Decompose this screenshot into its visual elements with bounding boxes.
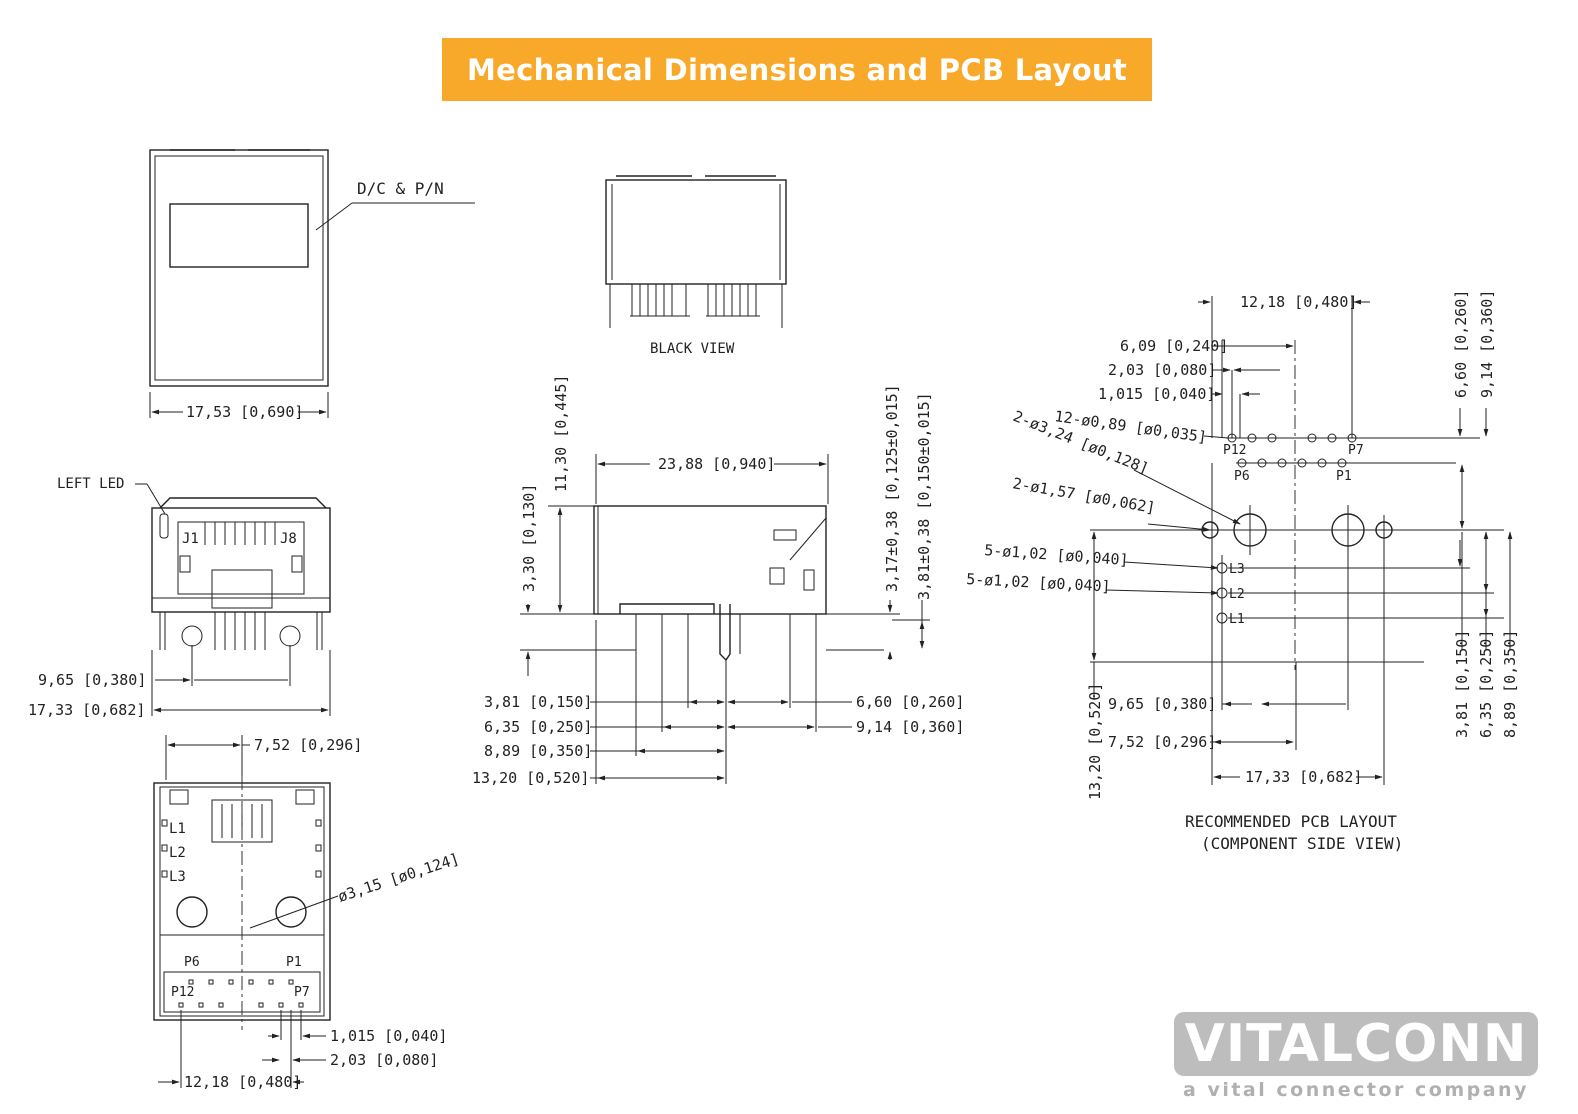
brand-tagline: a vital connector company: [1183, 1079, 1529, 1101]
side-right-dim-2: 9,14 [0,360]: [856, 718, 964, 736]
page-title: Mechanical Dimensions and PCB Layout: [466, 52, 1128, 87]
pcb-p7: P7: [1348, 443, 1364, 458]
side-tol-b: 3,81±0,38 [0,150±0,015]: [915, 392, 933, 600]
pcb-p12: P12: [1223, 443, 1246, 458]
side-tol-a: 3,17±0,38 [0,125±0,015]: [883, 384, 901, 592]
side-standoff-dim: 3,30 [0,130]: [520, 484, 538, 592]
bottom-view: 7,52 [0,296] L1 L2 L3 ø3,15 [ø0,124] P6 …: [153, 735, 462, 1091]
side-height-dim: 11,30 [0,445]: [552, 375, 570, 492]
pcb-pin-grid: [1226, 433, 1360, 468]
bottom-pin-row: [178, 979, 304, 1008]
page-title-banner: Mechanical Dimensions and PCB Layout: [442, 38, 1152, 101]
brand-logo: VITALCONN: [1174, 1012, 1538, 1076]
side-right-dim-1: 6,60 [0,260]: [856, 693, 964, 711]
front-dim-a: 9,65 [0,380]: [38, 671, 146, 689]
side-left-dim-1: 3,81 [0,150]: [484, 693, 592, 711]
side-view: 23,88 [0,940] 11,30 [0,445] 3,30 [0,130]…: [472, 375, 964, 787]
bottom-p1: P1: [286, 955, 302, 970]
left-led-label: LEFT LED: [57, 476, 124, 492]
front-contacts: [204, 522, 276, 545]
bottom-p7: P7: [294, 985, 310, 1000]
pcb-caption-2: (COMPONENT SIDE VIEW): [1201, 834, 1403, 853]
dc-pn-label: D/C & P/N: [357, 179, 444, 198]
top-width-dim: 17,53 [0,690]: [186, 403, 303, 421]
top-view: D/C & P/N 17,53 [0,690]: [149, 149, 475, 421]
pcb-right-bottom-2: 6,35 [0,250]: [1477, 630, 1495, 738]
pcb-top-width: 12,18 [0,480]: [1240, 293, 1357, 311]
pcb-bottom-dim-2: 7,52 [0,296]: [1108, 733, 1216, 751]
side-left-dim-2: 6,35 [0,250]: [484, 718, 592, 736]
bottom-dim-top: 7,52 [0,296]: [254, 736, 362, 754]
bottom-width-dim: 12,18 [0,480]: [184, 1073, 301, 1091]
pcb-hole-3: 2-ø1,57 [ø0,062]: [1011, 474, 1156, 517]
pcb-l2: L2: [1229, 587, 1245, 602]
pcb-right-top-1: 6,60 [0,260]: [1452, 290, 1470, 398]
back-view: BLACK VIEW: [605, 175, 787, 357]
pcb-caption-1: RECOMMENDED PCB LAYOUT: [1185, 812, 1397, 831]
bottom-pitch-a: 1,015 [0,040]: [330, 1027, 447, 1045]
bottom-hole-dim: ø3,15 [ø0,124]: [336, 850, 462, 906]
pcb-p1: P1: [1336, 469, 1352, 484]
pcb-hole-4: 5-ø1,02 [ø0,040]: [984, 541, 1129, 569]
pcb-bottom-dim-1: 9,65 [0,380]: [1108, 695, 1216, 713]
bottom-led-l3: L3: [169, 869, 186, 885]
pcb-dim-left-3: 1,015 [0,040]: [1098, 385, 1215, 403]
pcb-dim-left-1: 6,09 [0,240]: [1120, 337, 1228, 355]
side-length-dim: 23,88 [0,940]: [658, 455, 775, 473]
bottom-p12: P12: [171, 985, 194, 1000]
bottom-pitch-b: 2,03 [0,080]: [330, 1051, 438, 1069]
side-left-dim-3: 8,89 [0,350]: [484, 742, 592, 760]
bottom-led-l2: L2: [169, 845, 186, 861]
pcb-right-top-2: 9,14 [0,360]: [1478, 290, 1496, 398]
back-view-label: BLACK VIEW: [650, 341, 735, 357]
pcb-l1: L1: [1229, 612, 1245, 627]
brand-logo-text: VITALCONN: [1184, 1014, 1528, 1074]
back-pins: [609, 284, 783, 328]
pcb-left-vert: 13,20 [0,520]: [1086, 683, 1104, 800]
pcb-layout: 12,18 [0,480] 6,09 [0,240] 2,03 [0,080] …: [966, 290, 1519, 853]
bottom-led-l1: L1: [169, 821, 186, 837]
pcb-right-bottom-1: 3,81 [0,150]: [1453, 630, 1471, 738]
bottom-p6: P6: [184, 955, 200, 970]
pcb-bottom-dim-3: 17,33 [0,682]: [1245, 768, 1362, 786]
pin-j8: J8: [280, 531, 297, 547]
pcb-hole-5: 5-ø1,02 [ø0,040]: [966, 570, 1111, 596]
pcb-l3: L3: [1229, 562, 1245, 577]
front-dim-b: 17,33 [0,682]: [28, 701, 145, 719]
pcb-right-bottom-3: 8,89 [0,350]: [1501, 630, 1519, 738]
pin-j1: J1: [182, 531, 199, 547]
front-view: LEFT LED J1 J8 9,65 [0,380]: [28, 476, 331, 719]
pcb-p6: P6: [1234, 469, 1250, 484]
side-left-dim-4: 13,20 [0,520]: [472, 769, 589, 787]
pcb-dim-left-2: 2,03 [0,080]: [1108, 361, 1216, 379]
front-pins: [159, 612, 323, 650]
